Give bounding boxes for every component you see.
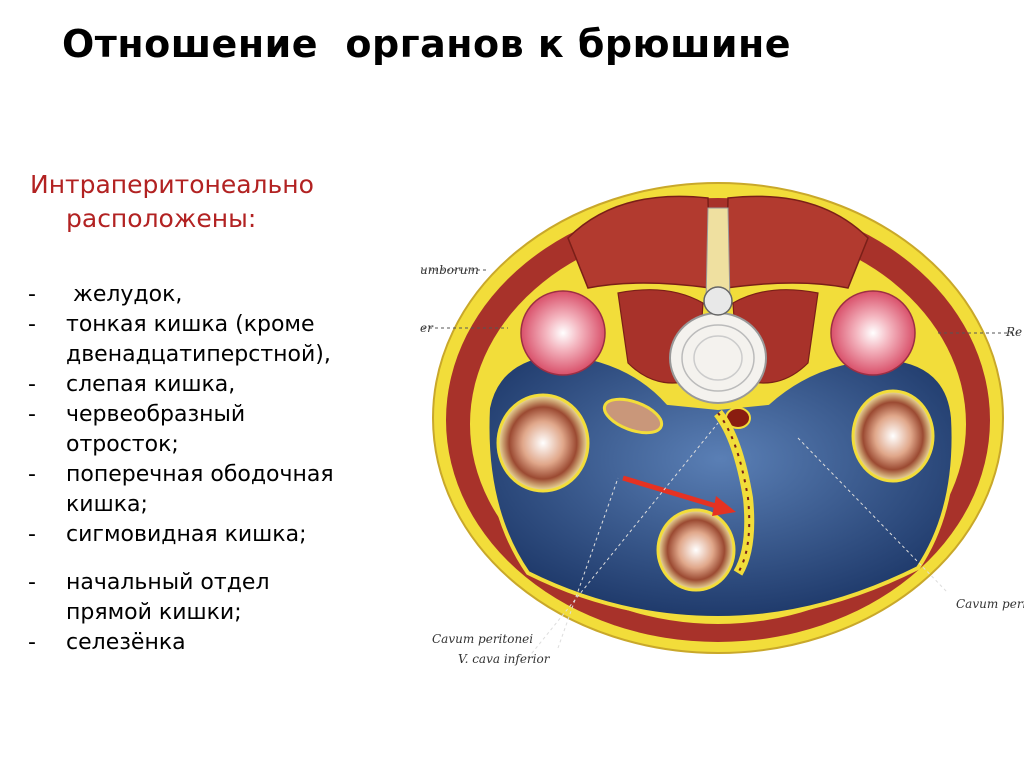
heading-line-2: расположены: — [66, 204, 257, 233]
list-dash: - — [28, 402, 36, 427]
leader-line — [557, 477, 619, 649]
list-item-line-2: кишка; — [66, 492, 148, 517]
list-item: - слепая кишка, — [28, 370, 334, 400]
label-cavum-left: Cavum peritonei — [432, 632, 533, 646]
cross-section-illustration: umborum er Re Cavum perit Cavum peritone… — [420, 182, 1024, 666]
list-item-line-1: слепая кишка, — [66, 372, 236, 397]
leader-line — [527, 422, 719, 659]
slide-title: Отношение органов к брюшине — [62, 22, 792, 66]
list-item: - червеобразный отросток; — [28, 400, 334, 460]
list-item-line-1: селезёнка — [66, 630, 186, 655]
vertebra-ring — [693, 335, 743, 381]
label-cavum-right: Cavum perit — [956, 597, 1024, 611]
label-vena-cava: V. cava inferior — [458, 652, 551, 666]
list-dash: - — [28, 462, 36, 487]
mesentery-vessel — [717, 412, 751, 574]
list-item: - начальный отдел прямой кишки; — [28, 568, 334, 628]
vertebral-body — [669, 312, 767, 404]
list-item: - поперечная ободочная кишка; — [28, 460, 334, 520]
duodenum — [602, 397, 664, 435]
list-item-line-1: поперечная ободочная — [66, 462, 334, 487]
list-item-line-2: отросток; — [66, 432, 179, 457]
pointer-arrow-head — [712, 496, 736, 516]
small-bowel — [656, 508, 736, 592]
spinal-canal — [703, 286, 733, 316]
colon-right — [851, 389, 935, 483]
list-item-line-1: желудок, — [66, 282, 183, 307]
list-item-line-1: начальный отдел — [66, 570, 270, 595]
list-item-line-2: прямой кишки; — [66, 600, 242, 625]
section-heading: Интраперитонеально расположены: — [30, 168, 314, 236]
colon-left — [496, 393, 590, 493]
label-left: er — [420, 321, 434, 335]
list-dash: - — [28, 372, 36, 397]
label-umborum: umborum — [420, 263, 479, 277]
list-item: - сигмовидная кишка; — [28, 520, 334, 550]
list-dash: - — [28, 312, 36, 337]
list-item: - тонкая кишка (кроме двенадцатиперстной), — [28, 310, 334, 370]
heading-line-1: Интраперитонеально — [30, 170, 314, 199]
list-item-line-1: сигмовидная кишка; — [66, 522, 307, 547]
list-item-line-2: двенадцатиперстной), — [66, 342, 331, 367]
vertebra-ring — [681, 324, 755, 392]
list-item-line-1: тонкая кишка (кроме — [66, 312, 315, 337]
pointer-arrow-shaft — [622, 475, 717, 509]
list-item: - желудок, — [28, 280, 334, 310]
list-dash: - — [28, 522, 36, 547]
kidney-left — [520, 290, 606, 376]
kidney-right — [830, 290, 916, 376]
anatomy-cross-section-figure: umborum er Re Cavum perit Cavum peritone… — [418, 178, 1024, 668]
peritoneal-cavity — [485, 350, 956, 621]
label-right: Re — [1005, 325, 1022, 339]
list-item: - селезёнка — [28, 628, 334, 658]
list-dash: - — [28, 630, 36, 655]
list-dash: - — [28, 282, 36, 307]
list-dash: - — [28, 570, 36, 595]
list-item-line-1: червеобразный — [66, 402, 246, 427]
organ-list: - желудок, - тонкая кишка (кроме двенадцат… — [28, 280, 334, 658]
